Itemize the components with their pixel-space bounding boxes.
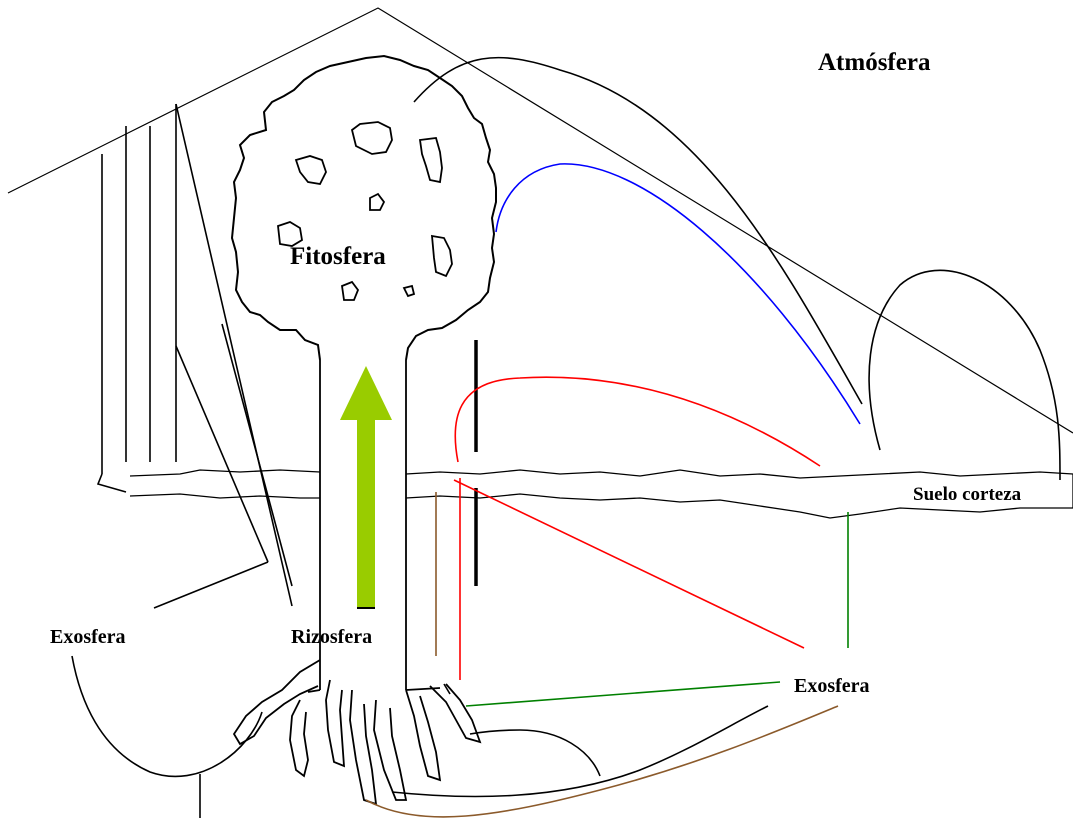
sap-flow-arrow-head bbox=[340, 366, 392, 420]
exosphere-right-label: Exosfera bbox=[794, 676, 870, 696]
right-loop-arrow bbox=[869, 270, 1060, 480]
brown-flow-arrows bbox=[366, 492, 838, 817]
blue-flow-arrow bbox=[496, 164, 860, 424]
red-flow-arrows bbox=[454, 377, 820, 680]
tree-roots bbox=[234, 660, 480, 804]
soil-crust-label: Suelo corteza bbox=[913, 485, 1021, 504]
left-exosphere-loop bbox=[72, 656, 262, 776]
rhizosphere-label: Rizosfera bbox=[291, 627, 372, 647]
exosphere-left-label: Exosfera bbox=[50, 627, 126, 647]
tree-canopy bbox=[232, 56, 496, 360]
green-flow-arrows bbox=[466, 512, 848, 706]
atmosphere-deposition-arrows bbox=[98, 104, 292, 608]
atmosphere-label: Atmósfera bbox=[818, 50, 930, 75]
soil-crust-upper bbox=[130, 470, 1073, 478]
phytosphere-label: Fitosfera bbox=[290, 244, 386, 269]
canopy-holes bbox=[278, 122, 452, 300]
canopy-to-soil-arrow bbox=[414, 58, 862, 404]
root-to-exosphere-arrows bbox=[392, 684, 768, 797]
